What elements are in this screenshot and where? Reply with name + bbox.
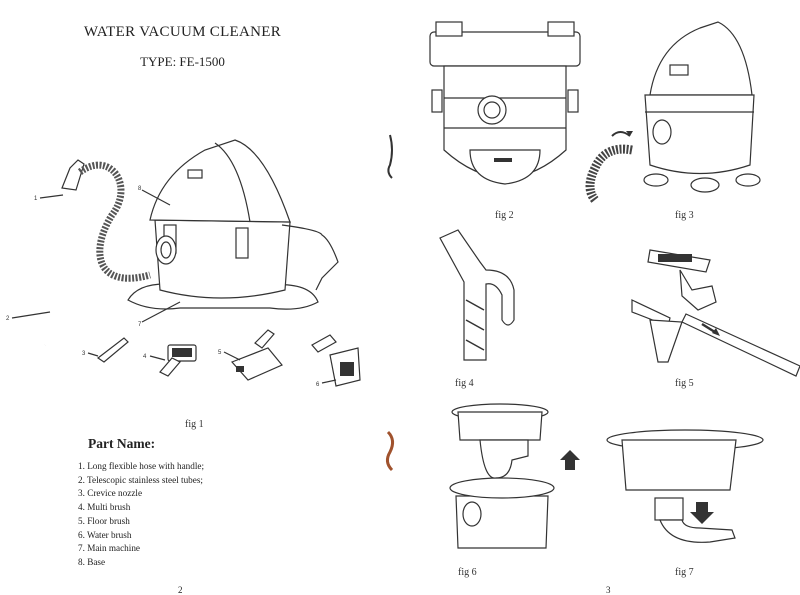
document-subtitle: TYPE: FE-1500	[140, 54, 225, 69]
callout-2: 2	[6, 316, 10, 322]
parts-list-item: 8. Base	[78, 556, 106, 567]
left-page: WATER VACUUM CLEANER TYPE: FE-1500 1 2	[0, 0, 395, 595]
callout-7: 7	[138, 322, 142, 328]
flexible-hose-drawing	[77, 161, 151, 282]
main-machine-body-drawing	[154, 219, 291, 299]
parts-list-item: 3. Crevice nozzle	[78, 488, 143, 499]
parts-list-item: 6. Water brush	[78, 529, 132, 540]
fig1-illustration: 1 2 8 7 3 4 5	[6, 139, 361, 388]
parts-list-item: 7. Main machine	[78, 543, 140, 554]
page-number-left: 2	[178, 585, 183, 595]
fig7-label: fig 7	[675, 567, 694, 578]
fig1-label: fig 1	[185, 419, 204, 430]
page-number-right: 3	[606, 585, 611, 595]
fig5-label: fig 5	[675, 378, 694, 389]
right-page: fig 2 fig 3 fig 4 fig 5 fig 6 fig 7 3	[400, 0, 800, 595]
hose-handle-drawing	[61, 159, 85, 191]
parts-list-item: 2. Telescopic stainless steel tubes;	[78, 474, 203, 485]
fig2-drawing	[429, 21, 581, 185]
multi-brush-drawing: 4	[143, 344, 197, 377]
floor-brush-drawing: 5	[218, 329, 283, 381]
fig6-drawing	[449, 403, 580, 549]
parts-list-item: 5. Floor brush	[78, 515, 130, 526]
callout-4: 4	[143, 354, 147, 360]
main-machine-lid-drawing	[149, 139, 291, 223]
telescopic-tube-drawing	[43, 189, 72, 346]
fig3-drawing	[585, 21, 761, 203]
fig6-label: fig 6	[458, 567, 477, 578]
callout-3: 3	[82, 351, 86, 357]
right-page-figures	[429, 21, 800, 549]
fig5-drawing	[631, 249, 800, 377]
parts-list-item: 1. Long flexible hose with handle;	[78, 461, 205, 471]
callout-6: 6	[316, 382, 320, 388]
water-brush-drawing: 6	[311, 334, 361, 388]
parts-list: 1. Long flexible hose with handle; 2. Te…	[78, 460, 204, 570]
fig7-drawing	[606, 429, 764, 543]
fig2-label: fig 2	[495, 210, 514, 221]
gutter-binding-marks	[385, 134, 395, 472]
fig4-label: fig 4	[455, 378, 474, 389]
crevice-nozzle-drawing: 3	[82, 337, 129, 363]
callout-1: 1	[34, 196, 38, 202]
fig3-label: fig 3	[675, 210, 694, 221]
callout-5: 5	[218, 350, 222, 356]
callout-8: 8	[138, 186, 142, 192]
parts-list-item: 4. Multi brush	[78, 502, 131, 513]
document-title: WATER VACUUM CLEANER	[83, 24, 282, 40]
fig4-drawing	[439, 229, 515, 361]
parts-heading: Part Name:	[88, 436, 156, 451]
